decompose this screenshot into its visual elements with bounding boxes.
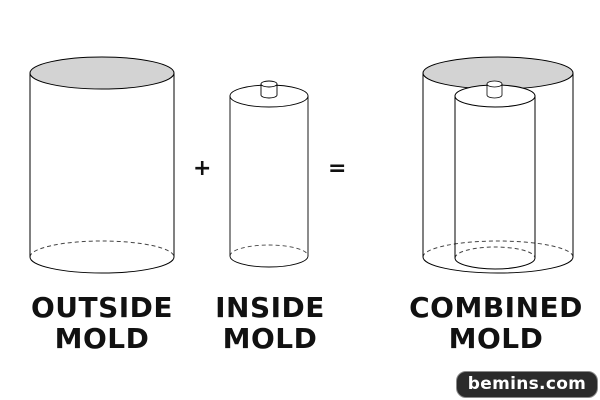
equals-sign: = <box>328 156 347 181</box>
combined-mold-label-line1: COMBINED <box>409 291 583 324</box>
outside-mold-cylinder <box>29 56 175 274</box>
inside-mold-label-line2: MOLD <box>222 322 318 355</box>
watermark-badge: bemins.com <box>456 371 598 398</box>
plus-sign: + <box>193 156 212 181</box>
inside-mold-label-line1: INSIDE <box>215 291 325 324</box>
combined-mold-label: COMBINED MOLD <box>400 292 592 354</box>
combined-mold-cylinder <box>422 56 574 274</box>
outside-mold-label-line1: OUTSIDE <box>30 291 174 324</box>
combined-mold-label-line2: MOLD <box>448 322 544 355</box>
outside-mold-label-line2: MOLD <box>54 322 150 355</box>
inside-mold-label: INSIDE MOLD <box>200 292 340 354</box>
outside-mold-label: OUTSIDE MOLD <box>18 292 186 354</box>
inside-mold-cylinder <box>229 80 309 268</box>
